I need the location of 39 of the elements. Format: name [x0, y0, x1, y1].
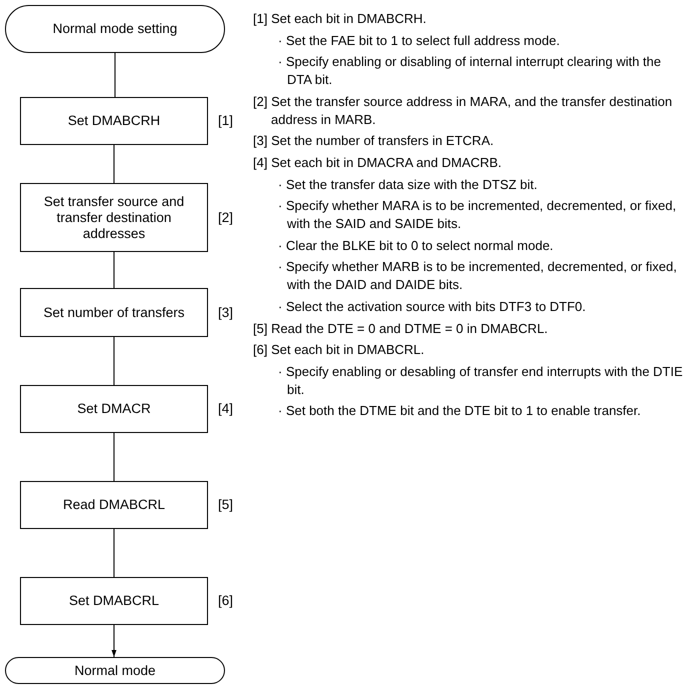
process-box: [20, 577, 208, 625]
note-text: · Set the transfer data size with the DTSZ bit.: [277, 176, 538, 194]
note-text: · Specify enabling or disabling of internal interrupt clearing with the DTA bit.: [277, 53, 662, 90]
note-text: · Select the activation source with bits DTF3 to DTF0.: [277, 298, 587, 316]
node-label: Set transfer source and transfer destination addresses: [42, 194, 186, 242]
node-label: Set DMACR: [77, 401, 151, 417]
note-text: · Specify whether MARA is to be incremented, decremented, or fixed, with the SAID and SAIDE bits.: [277, 197, 678, 234]
step-number: [5]: [218, 497, 234, 512]
connector-line: [114, 52, 116, 98]
note-text: [3] Set the number of transfers in ETCRA.: [253, 132, 495, 150]
step-number: [1]: [218, 113, 234, 128]
note-text: · Specify whether MARB is to be incremented, decremented, or fixed, with the DAID and DAIDE bits.: [277, 258, 678, 294]
note-text: · Set the FAE bit to 1 to select full address mode.: [277, 32, 561, 50]
note-text: [5] Read the DTE = 0 and DTME = 0 in DMABCRL.: [253, 320, 549, 338]
process-box: [20, 183, 208, 252]
note-text: [2] Set the transfer source address in MARA, and the transfer destination address in MARB.: [253, 92, 674, 129]
node-label: Normal mode setting: [52, 21, 178, 37]
node-label: Read DMABCRL: [62, 497, 166, 513]
terminal-shape: [5, 5, 225, 53]
node-label: Normal mode: [74, 662, 156, 678]
arrow: [112, 624, 116, 658]
process-box: [20, 97, 208, 145]
step-number: [6]: [218, 593, 234, 608]
note-text: · Set both the DTME bit and the DTE bit to 1 to enable transfer.: [277, 402, 642, 420]
process-box: [20, 481, 208, 529]
step-number: [2]: [218, 210, 234, 224]
note-text: [1] Set each bit in DMABCRH.: [253, 10, 428, 28]
process-box: [20, 385, 208, 433]
terminal-shape: [5, 657, 225, 684]
node-label: Set DMABCRL: [68, 593, 160, 609]
note-text: · Specify enabling or desabling of transfer end interrupts with the DTIE bit.: [277, 362, 683, 399]
note-text: [6] Set each bit in DMABCRL.: [253, 341, 426, 360]
process-box: [20, 288, 208, 337]
node-label: Set DMABCRH: [68, 113, 160, 129]
note-text: [4] Set each bit in DMACRA and DMACRB.: [253, 154, 503, 172]
node-label: Set number of transfers: [43, 304, 185, 320]
step-number: [4]: [218, 401, 234, 416]
note-text: · Clear the BLKE bit to 0 to select normal mode.: [277, 236, 554, 255]
step-number: [3]: [218, 304, 234, 320]
